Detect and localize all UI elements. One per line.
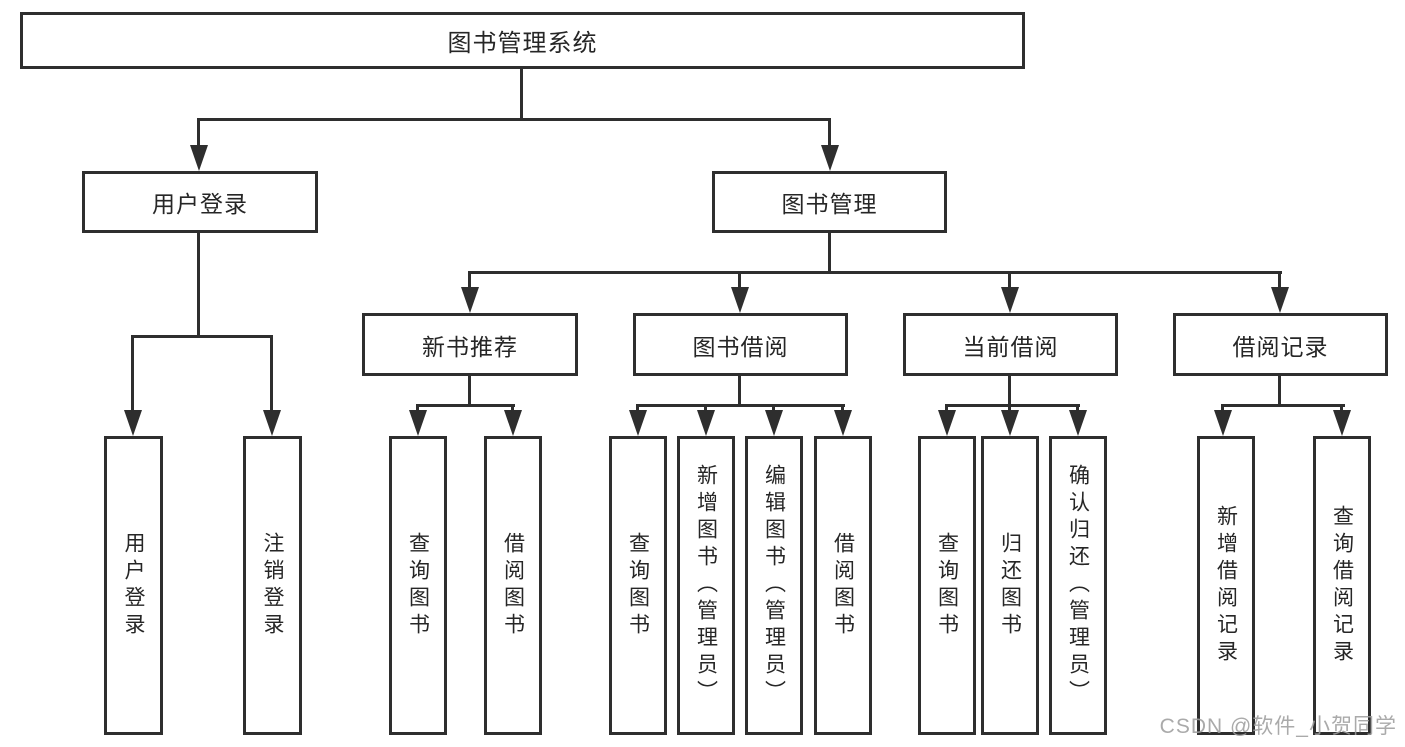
arrow-to-borrow-record — [1271, 287, 1289, 313]
leaf-label: 确认归还（管理员） — [1066, 464, 1090, 707]
arrow-to-query-book-rec — [409, 410, 427, 436]
leaf-label: 查询图书 — [935, 531, 959, 640]
arrow-to-query-book-current — [938, 410, 956, 436]
connector-shaft-query-record — [1340, 404, 1343, 413]
connector-currentborrow-stem — [1008, 376, 1011, 407]
connector-shaft-new-book-rec — [468, 271, 471, 289]
leaf-label: 借阅图书 — [501, 531, 525, 640]
leaf-logout-login: 注销登录 — [243, 436, 302, 735]
arrow-to-query-record — [1333, 410, 1351, 436]
csdn-watermark: CSDN @软件_小贺同学 — [1159, 715, 1397, 738]
node-label: 图书管理 — [781, 191, 878, 217]
connector-shaft-query-book-borrow — [636, 404, 639, 413]
arrow-to-new-book-rec — [461, 287, 479, 313]
node-borrowing-records: 借阅记录 — [1173, 313, 1388, 376]
leaf-label: 用户登录 — [122, 531, 145, 640]
leaf-query-book-under-borrowing: 查询图书 — [609, 436, 667, 735]
connector-borrowrecord-stem — [1278, 376, 1281, 407]
connector-root-split — [197, 118, 831, 121]
node-current-borrowing: 当前借阅 — [903, 313, 1118, 376]
connector-shaft-current-borrow — [1008, 271, 1011, 289]
arrow-to-borrow-book-rec — [504, 410, 522, 436]
connector-shaft-query-book-rec — [416, 404, 419, 413]
leaf-borrow-book-under-borrowing: 借阅图书 — [814, 436, 872, 735]
connector-shaft-borrow-book-borrow — [841, 404, 844, 413]
node-book-management: 图书管理 — [712, 171, 947, 233]
node-label: 用户登录 — [152, 191, 248, 217]
arrow-to-current-borrow — [1001, 287, 1019, 313]
connector-shaft-add-book — [704, 404, 707, 413]
leaf-borrow-book-under-recommend: 借阅图书 — [484, 436, 542, 735]
connector-shaft-leaf-logout — [270, 335, 273, 411]
connector-shaft-book-borrow — [738, 271, 741, 289]
connector-bookborrow-split — [636, 404, 845, 407]
connector-shaft-edit-book — [772, 404, 775, 413]
connector-bookmgmt-split — [468, 271, 1282, 274]
arrow-to-user-login — [190, 145, 208, 171]
node-new-book-recommend: 新书推荐 — [362, 313, 578, 376]
connector-shaft-borrow-record — [1278, 271, 1281, 289]
arrow-to-query-book-borrow — [629, 410, 647, 436]
node-label: 图书管理系统 — [447, 30, 598, 57]
arrow-to-return-book — [1001, 410, 1019, 436]
connector-shaft-query-book-current — [945, 404, 948, 413]
connector-shaft-borrow-book-rec — [511, 404, 514, 413]
leaf-query-borrow-record: 查询借阅记录 — [1313, 436, 1371, 735]
leaf-label: 归还图书 — [998, 531, 1022, 640]
connector-shaft-add-record — [1221, 404, 1224, 413]
connector-bookborrow-stem — [738, 376, 741, 407]
connector-newbookrec-split — [416, 404, 515, 407]
leaf-query-book-under-current: 查询图书 — [918, 436, 976, 735]
leaf-user-login: 用户登录 — [104, 436, 163, 735]
leaf-return-book: 归还图书 — [981, 436, 1039, 735]
connector-borrowrecord-split — [1221, 404, 1345, 407]
leaf-label: 查询图书 — [626, 531, 650, 640]
connector-shaft-return-book — [1008, 404, 1011, 413]
connector-currentborrow-split — [945, 404, 1080, 407]
leaf-label: 借阅图书 — [831, 531, 855, 640]
arrow-to-book-borrow — [731, 287, 749, 313]
leaf-label: 查询图书 — [406, 531, 430, 640]
connector-shaft-user-login — [197, 118, 200, 147]
arrow-to-add-record — [1214, 410, 1232, 436]
arrow-to-borrow-book-borrow — [834, 410, 852, 436]
node-label: 新书推荐 — [422, 333, 518, 360]
leaf-label: 编辑图书（管理员） — [762, 464, 786, 707]
leaf-confirm-return-admin: 确认归还（管理员） — [1049, 436, 1107, 735]
connector-userlogin-split — [131, 335, 273, 338]
node-label: 图书借阅 — [692, 333, 789, 360]
connector-root-stem — [520, 68, 523, 120]
node-book-borrowing: 图书借阅 — [633, 313, 848, 376]
connector-newbookrec-stem — [468, 376, 471, 407]
connector-shaft-confirm-return — [1076, 404, 1079, 413]
leaf-label: 注销登录 — [261, 531, 284, 640]
node-label: 借阅记录 — [1232, 333, 1329, 360]
leaf-label: 查询借阅记录 — [1330, 504, 1354, 667]
arrow-to-edit-book — [765, 410, 783, 436]
leaf-edit-book-admin: 编辑图书（管理员） — [745, 436, 803, 735]
leaf-label: 新增图书（管理员） — [694, 464, 718, 707]
arrow-to-leaf-logout — [263, 410, 281, 436]
connector-shaft-book-mgmt — [828, 118, 831, 147]
connector-userlogin-stem — [197, 233, 200, 337]
arrow-to-add-book — [697, 410, 715, 436]
node-label: 当前借阅 — [962, 333, 1059, 360]
arrow-to-leaf-user-login — [124, 410, 142, 436]
leaf-label: 新增借阅记录 — [1214, 504, 1238, 667]
node-library-management-system: 图书管理系统 — [20, 12, 1025, 69]
connector-shaft-leaf-user-login — [131, 335, 134, 411]
arrow-to-confirm-return — [1069, 410, 1087, 436]
leaf-add-book-admin: 新增图书（管理员） — [677, 436, 735, 735]
arrow-to-book-mgmt — [821, 145, 839, 171]
leaf-add-borrow-record: 新增借阅记录 — [1197, 436, 1255, 735]
leaf-query-book-under-recommend: 查询图书 — [389, 436, 447, 735]
connector-bookmgmt-stem — [828, 233, 831, 273]
node-user-login: 用户登录 — [82, 171, 318, 233]
